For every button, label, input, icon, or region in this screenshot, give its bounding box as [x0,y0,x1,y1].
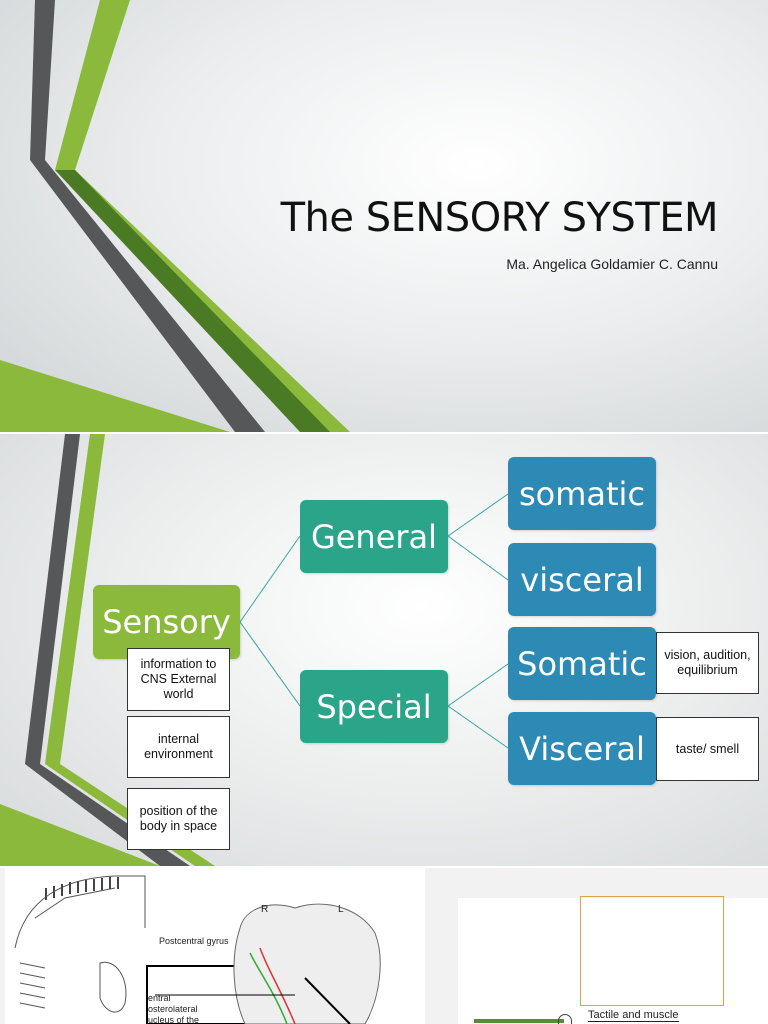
slide-title: The SENSORY SYSTEM [280,195,719,241]
nucleus-label: entral osterolateral ucleus of the [148,993,200,1024]
green-bar [474,1019,564,1023]
homunculus-illustration [14,875,381,1024]
anatomy-slide: R L Postcentral gyrus entral osterolater… [0,868,768,1024]
note-special-somatic: vision, audition, equilibrium [656,632,759,694]
special-somatic-node: Somatic [508,627,656,700]
note-special-visceral: taste/ smell [656,717,759,781]
image-placeholder-frame [580,896,724,1006]
special-visceral-node: Visceral [508,712,656,785]
title-slide: The SENSORY SYSTEM Ma. Angelica Goldamie… [0,0,768,432]
classification-slide: Sensory General Special somatic visceral… [0,434,768,866]
left-hemisphere-label: L [338,904,344,915]
tactile-figure: Tactile and muscle [458,896,768,1024]
anatomy-figure: R L Postcentral gyrus entral osterolater… [5,868,425,1024]
note-body-position: position of the body in space [127,788,230,850]
decorative-stripes [0,0,350,432]
tactile-caption: Tactile and muscle [588,1009,679,1022]
slide-subtitle: Ma. Angelica Goldamier C. Cannu [506,256,718,272]
general-visceral-node: visceral [508,543,656,616]
note-internal-environment: internal environment [127,716,230,778]
sensory-node: Sensory [93,585,240,659]
decorative-stripes [0,434,215,866]
receptor-icon [558,1014,572,1024]
special-node: Special [300,670,448,743]
general-node: General [300,500,448,573]
postcentral-gyrus-label: Postcentral gyrus [159,936,229,946]
right-hemisphere-label: R [261,904,269,915]
note-external-world: information to CNS External world [127,648,230,711]
tree-connectors [239,493,509,749]
general-somatic-node: somatic [508,457,656,530]
